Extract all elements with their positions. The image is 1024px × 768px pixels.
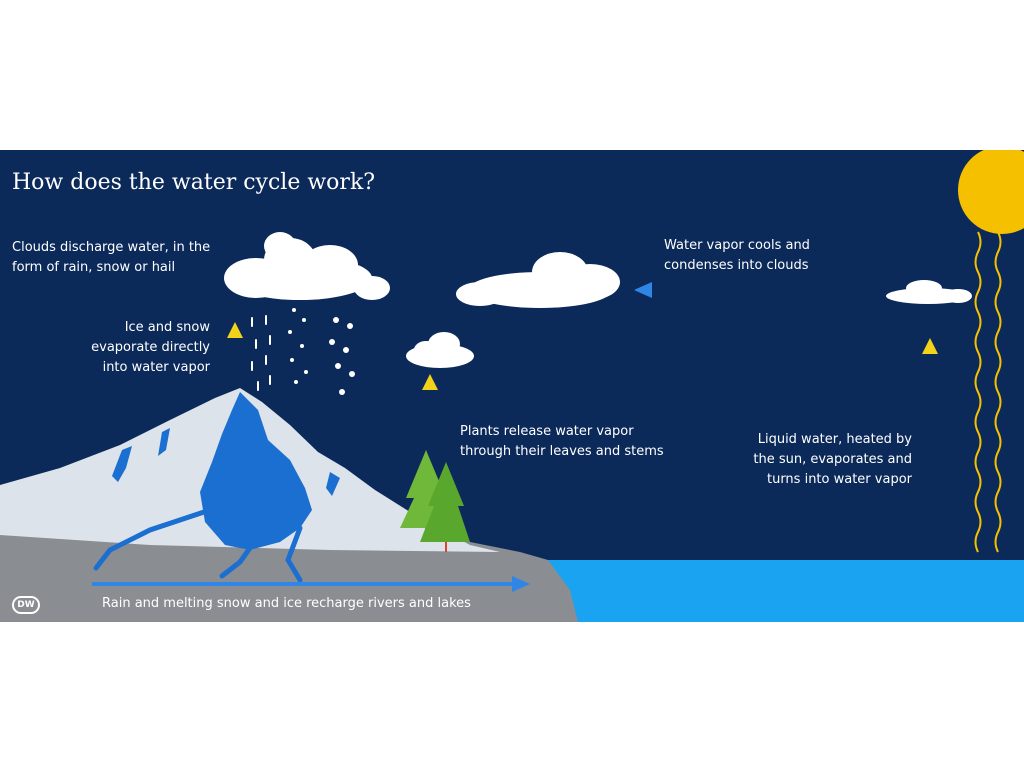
hail-icon bbox=[329, 317, 355, 395]
stream bbox=[219, 545, 253, 579]
label-clouds-discharge: Clouds discharge water, in the form of r… bbox=[12, 240, 211, 275]
sun-icon bbox=[958, 150, 1024, 234]
cloud-icon bbox=[456, 252, 620, 308]
snow-icon bbox=[288, 308, 308, 384]
scene-illustration bbox=[0, 150, 1024, 622]
label-plants: Plants release water vapor through their… bbox=[460, 424, 664, 459]
water-body bbox=[545, 560, 1024, 622]
arrow-head bbox=[227, 322, 243, 338]
water-cycle-infographic: How does the water cycle work? Clouds di… bbox=[0, 150, 1024, 622]
sun-ray-wave bbox=[994, 231, 1002, 553]
arrow-head bbox=[512, 576, 530, 592]
glacier bbox=[200, 392, 312, 550]
tree-icon bbox=[400, 450, 470, 552]
label-vapor-cools: Water vapor cools and condenses into clo… bbox=[664, 238, 810, 273]
stream bbox=[285, 525, 303, 583]
page-title: How does the water cycle work? bbox=[12, 170, 376, 195]
label-liquid-water: Liquid water, heated by the sun, evapora… bbox=[753, 432, 912, 487]
sun-ray-wave bbox=[974, 231, 982, 553]
arrow-head bbox=[634, 282, 652, 298]
arrow-head bbox=[422, 374, 438, 390]
cloud-icon bbox=[886, 280, 972, 304]
label-rain-recharge: Rain and melting snow and ice recharge r… bbox=[102, 596, 471, 611]
label-ice-snow: Ice and snow evaporate directly into wat… bbox=[91, 320, 210, 375]
arrow-head bbox=[922, 338, 938, 354]
cloud-icon bbox=[406, 332, 474, 368]
cloud-icon bbox=[224, 232, 390, 300]
rain-icon bbox=[251, 315, 271, 391]
dw-logo: DW bbox=[12, 596, 40, 614]
stream bbox=[93, 507, 213, 571]
